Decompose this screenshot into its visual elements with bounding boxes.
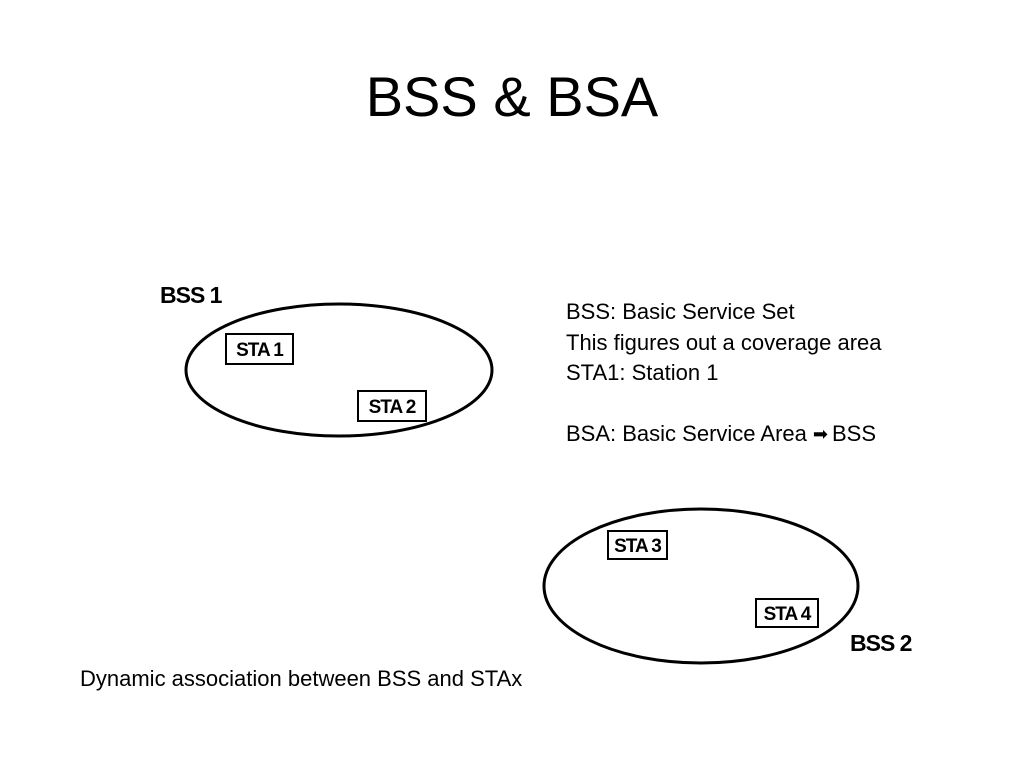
note-coverage-area: This figures out a coverage area: [566, 329, 882, 355]
arrow-right-icon: ➡: [812, 424, 828, 444]
station-sta-3: STA 3: [607, 530, 668, 560]
sta-2-box: [357, 390, 427, 422]
bss-2-label: BSS 2: [850, 630, 912, 656]
note-bsa-definition: BSA: Basic Service Area➡BSS: [566, 419, 882, 450]
sta-4-box: [755, 598, 819, 628]
station-sta-4: STA 4: [755, 598, 819, 628]
sta-1-label: STA 1: [236, 340, 284, 361]
bss-2-coverage-ellipse: [542, 507, 860, 665]
definitions-text: BSS: Basic Service Set This figures out …: [566, 297, 882, 450]
note-bsa-prefix: BSA: Basic Service Area: [566, 421, 807, 446]
sta-3-box: [607, 530, 668, 560]
note-sta-definition: STA1: Station 1: [566, 360, 719, 385]
sta-4-label: STA 4: [764, 604, 812, 625]
bss-1-coverage-ellipse: [184, 302, 494, 438]
sta-1-box: [225, 333, 294, 365]
station-sta-1: STA 1: [225, 333, 294, 365]
note-bsa-suffix: BSS: [831, 421, 877, 446]
bss-2-group: STA 3 STA 4 BSS 2: [542, 507, 913, 665]
bss-1-label: BSS 1: [160, 282, 223, 308]
station-sta-2: STA 2: [357, 390, 427, 422]
note-bss-definition: BSS: Basic Service Set: [566, 299, 795, 324]
slide-title: BSS & BSA: [365, 65, 659, 128]
sta-2-label: STA 2: [369, 397, 416, 418]
sta-3-label: STA 3: [614, 536, 661, 557]
slide-caption: Dynamic association between BSS and STAx: [80, 666, 523, 691]
notes-spacer: [566, 389, 882, 420]
bss-1-group: BSS 1 STA 1 STA 2: [160, 282, 494, 438]
